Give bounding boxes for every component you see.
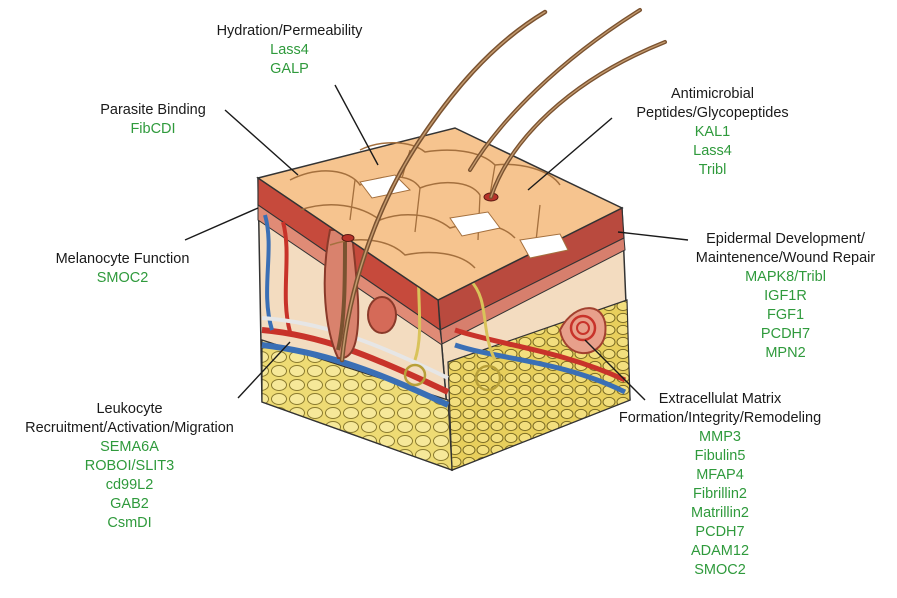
- label-leukocyte: Leukocyte Recruitment/Activation/Migrati…: [2, 400, 257, 533]
- gene-gab2: GAB2: [2, 495, 257, 514]
- heading-melanocyte: Melanocyte Function: [40, 250, 205, 269]
- gene-pcdh7: PCDH7: [683, 325, 888, 344]
- heading-leukocyte-1: Leukocyte: [2, 400, 257, 419]
- heading-epidermal-1: Epidermal Development/: [683, 230, 888, 249]
- gene-lass4: Lass4: [202, 41, 377, 60]
- gene-roboi-slit3: ROBOI/SLIT3: [2, 457, 257, 476]
- gene-galp: GALP: [202, 60, 377, 79]
- gene-matrillin2: Matrillin2: [595, 504, 845, 523]
- heading-ecm-2: Formation/Integrity/Remodeling: [595, 409, 845, 428]
- gene-fgf1: FGF1: [683, 306, 888, 325]
- heading-leukocyte-2: Recruitment/Activation/Migration: [2, 419, 257, 438]
- label-parasite-binding: Parasite Binding FibCDI: [88, 101, 218, 139]
- gene-fibulin5: Fibulin5: [595, 447, 845, 466]
- gene-pcdh7-b: PCDH7: [595, 523, 845, 542]
- gene-tribl: Tribl: [620, 161, 805, 180]
- gene-csmdi: CsmDI: [2, 514, 257, 533]
- label-epidermal: Epidermal Development/ Maintenence/Wound…: [683, 230, 888, 363]
- gene-smoc2-b: SMOC2: [595, 561, 845, 580]
- heading-hydration: Hydration/Permeability: [202, 22, 377, 41]
- heading-antimicrobial-2: Peptides/Glycopeptides: [620, 104, 805, 123]
- gene-mfap4: MFAP4: [595, 466, 845, 485]
- label-melanocyte: Melanocyte Function SMOC2: [40, 250, 205, 288]
- gene-mapk8-tribl: MAPK8/Tribl: [683, 268, 888, 287]
- gene-sema6a: SEMA6A: [2, 438, 257, 457]
- gene-cd99l2: cd99L2: [2, 476, 257, 495]
- heading-antimicrobial-1: Antimicrobial: [620, 85, 805, 104]
- gene-fibcdi: FibCDI: [88, 120, 218, 139]
- gene-igf1r: IGF1R: [683, 287, 888, 306]
- gene-lass4-b: Lass4: [620, 142, 805, 161]
- gene-fibrillin2: Fibrillin2: [595, 485, 845, 504]
- heading-epidermal-2: Maintenence/Wound Repair: [683, 249, 888, 268]
- label-antimicrobial: Antimicrobial Peptides/Glycopeptides KAL…: [620, 85, 805, 180]
- heading-parasite-binding: Parasite Binding: [88, 101, 218, 120]
- heading-ecm-1: Extracellulat Matrix: [595, 390, 845, 409]
- gene-kal1: KAL1: [620, 123, 805, 142]
- gene-mpn2: MPN2: [683, 344, 888, 363]
- label-ecm: Extracellulat Matrix Formation/Integrity…: [595, 390, 845, 580]
- gene-adam12: ADAM12: [595, 542, 845, 561]
- gene-smoc2: SMOC2: [40, 269, 205, 288]
- gene-mmp3: MMP3: [595, 428, 845, 447]
- label-hydration: Hydration/Permeability Lass4 GALP: [202, 22, 377, 79]
